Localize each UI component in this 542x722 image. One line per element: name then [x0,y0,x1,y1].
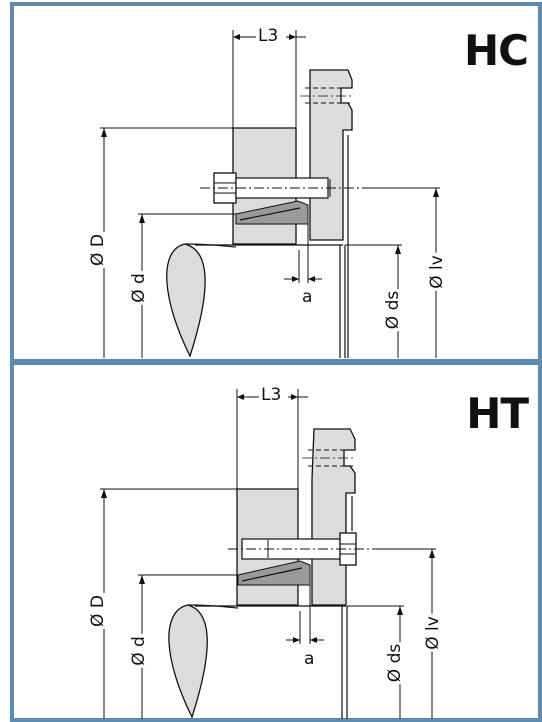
label-l3: L3 [256,26,281,46]
panel-title: HT [466,389,529,438]
label-d-outer: Ø D [87,593,108,629]
ht-drawing [10,361,542,722]
shaft-hub [168,604,208,719]
label-l3: L3 [259,385,284,405]
label-d-outer: Ø D [87,232,108,268]
panel-title: HC [464,26,529,75]
flange-plate [309,69,353,241]
taper-ring [237,560,311,586]
panel-hc: HC L3 Ø D Ø d a Ø ds Ø lv [10,2,542,361]
taper-ring [235,200,309,225]
label-d-inner: Ø d [128,271,149,305]
label-lv: Ø lv [422,614,443,652]
hc-drawing [10,2,542,361]
panel-ht: HT L3 Ø D Ø d a Ø ds Ø lv [0,361,542,722]
shaft-hub [166,243,206,358]
label-ds: Ø ds [385,641,406,685]
label-ds: Ø ds [383,288,404,332]
label-lv: Ø lv [426,253,447,291]
panel-border [10,2,542,361]
label-a: a [302,649,317,669]
label-d-inner: Ø d [128,634,149,668]
panel-border [10,361,542,722]
flange-plate [311,428,356,606]
label-a: a [300,287,315,307]
